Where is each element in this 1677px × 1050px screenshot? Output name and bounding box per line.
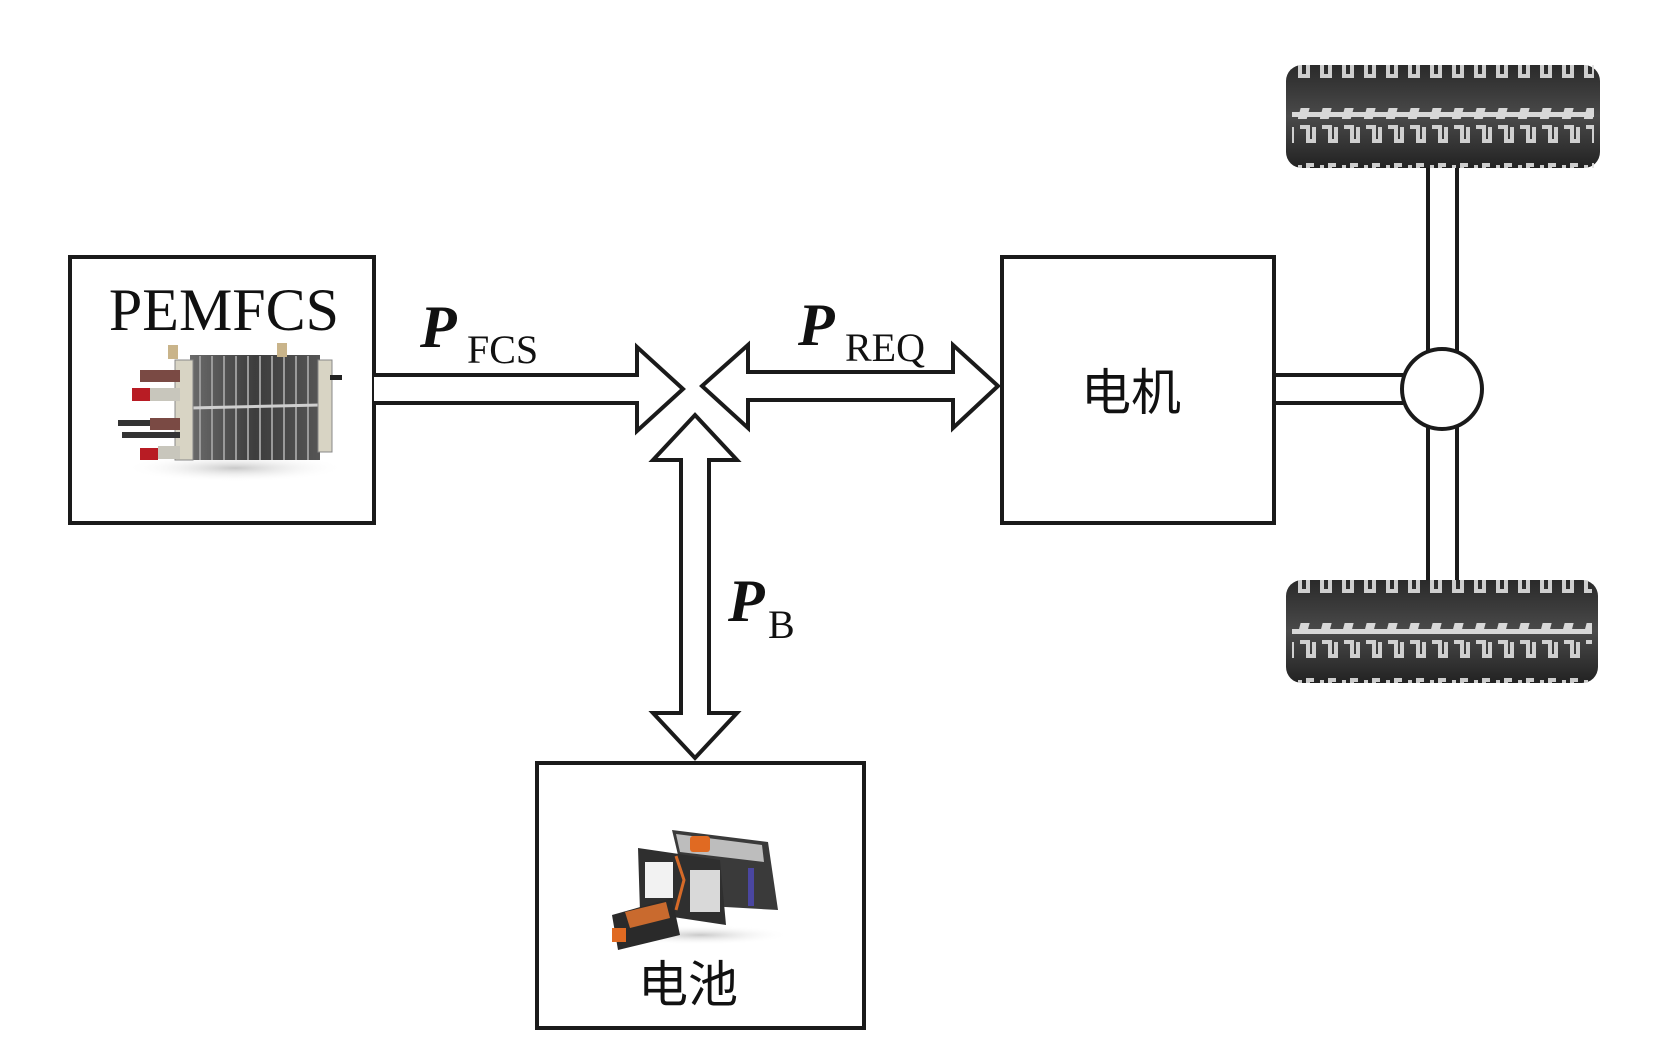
motor-label: 电机 xyxy=(1081,364,1181,422)
battery-power-symbol: P xyxy=(727,568,766,634)
fcs-power-subscript: FCS xyxy=(467,327,538,372)
fcs-power-arrow xyxy=(374,342,686,436)
drivetrain xyxy=(1274,168,1484,582)
tire-icon xyxy=(1286,65,1600,168)
req-power-label: P REQ xyxy=(797,292,925,370)
fcs-power-symbol: P xyxy=(419,294,458,360)
battery-power-label: P B xyxy=(727,568,795,647)
req-power-symbol: P xyxy=(797,292,836,358)
fuel-cell-label: PEMFCS xyxy=(109,277,339,343)
battery-power-subscript: B xyxy=(768,602,795,647)
battery-power-arrow xyxy=(648,412,742,761)
motor-box xyxy=(1000,255,1276,525)
req-power-arrow xyxy=(699,340,1001,433)
req-power-subscript: REQ xyxy=(845,325,925,370)
differential-circle xyxy=(1400,347,1484,431)
fuel-cell-stack-icon xyxy=(118,343,345,482)
battery-block: 电池 xyxy=(535,761,866,1030)
battery-pack-icon xyxy=(610,830,790,950)
tire-icon xyxy=(1286,580,1598,683)
fcs-power-label: P FCS xyxy=(419,294,538,372)
motor-block: 电机 xyxy=(1000,255,1276,525)
battery-label: 电池 xyxy=(638,956,738,1014)
fuel-cell-block: PEMFCS xyxy=(68,255,376,525)
